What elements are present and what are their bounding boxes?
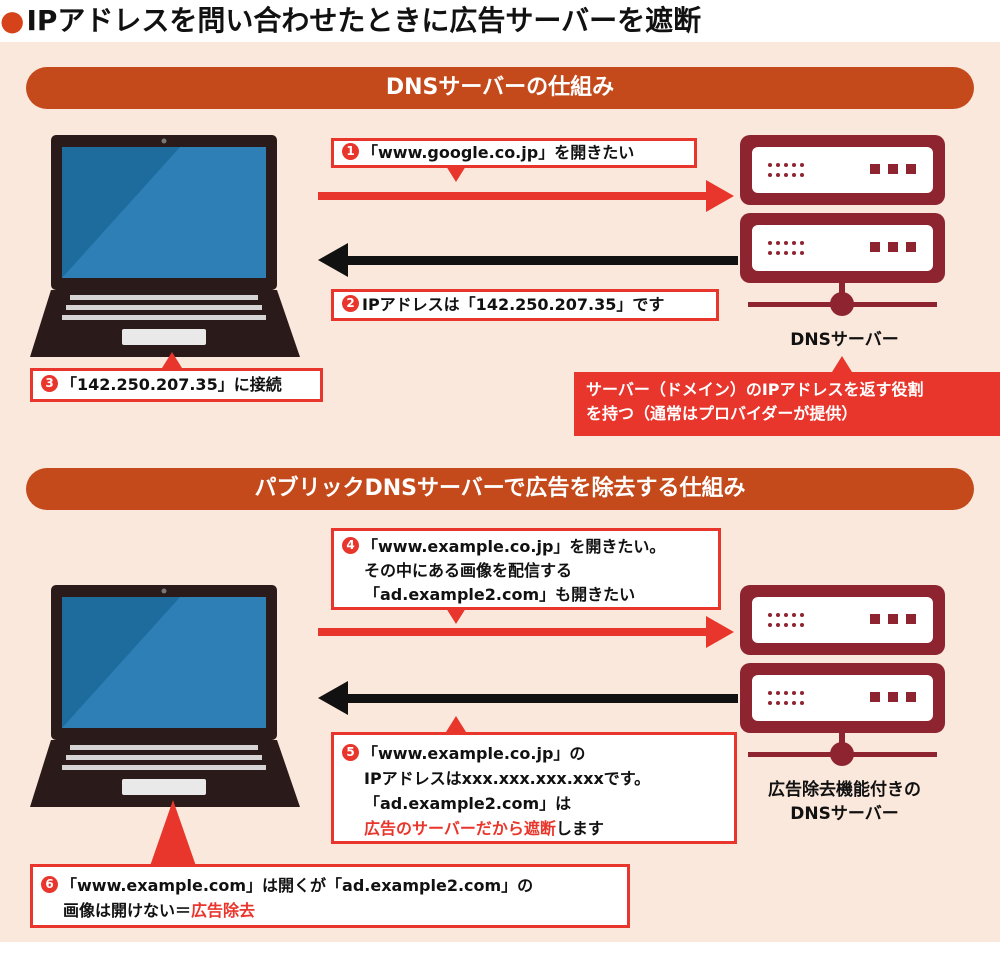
- section1-banner: DNSサーバーの仕組み: [26, 67, 974, 109]
- dns-server-note: サーバー（ドメイン）のIPアドレスを返す役割 を持つ（通常はプロバイダーが提供）: [574, 372, 1000, 436]
- note-pointer: [832, 356, 852, 372]
- step4-line2: その中にある画像を配信する: [364, 561, 573, 580]
- note-line2: を持つ（通常はプロバイダーが提供）: [586, 404, 858, 423]
- title-text: IPアドレスを問い合わせたときに広告サーバーを遮断: [26, 4, 702, 37]
- step6-ad-removal: 広告除去: [191, 901, 256, 920]
- ad-block-dns-server-label: 広告除去機能付きの DNSサーバー: [742, 778, 947, 826]
- step5-line3: 「ad.example2.com」は: [364, 794, 572, 813]
- dns-server-label: DNSサーバー: [790, 330, 899, 350]
- step1-badge: 1: [342, 143, 359, 160]
- step3-pointer: [162, 352, 182, 368]
- step3-badge: 3: [41, 375, 58, 392]
- step4-line3: 「ad.example2.com」も開きたい: [364, 585, 636, 604]
- section2-banner: パブリックDNSサーバーで広告を除去する仕組み: [26, 468, 974, 510]
- laptop-icon: [30, 135, 300, 357]
- server2-label-line2: DNSサーバー: [790, 804, 899, 824]
- step2-badge: 2: [342, 295, 359, 312]
- step6-line2-plain: 画像は開けない＝: [63, 901, 192, 920]
- step1-pointer: [446, 166, 466, 182]
- server2-label-line1: 広告除去機能付きの: [768, 780, 921, 800]
- step5-response-box: 5「www.example.co.jp」の IPアドレスはxxx.xxx.xxx…: [331, 732, 737, 844]
- title-bullet: ●: [0, 4, 25, 37]
- dns-server-icon: [740, 135, 945, 316]
- step1-text: 「www.google.co.jp」を開きたい: [362, 143, 635, 162]
- note-line1: サーバー（ドメイン）のIPアドレスを返す役割: [586, 380, 924, 399]
- step5-badge: 5: [342, 744, 359, 761]
- ad-block-dns-server-icon: [740, 585, 945, 766]
- step5-pointer: [446, 716, 466, 732]
- step4-pointer: [446, 608, 466, 624]
- step3-text: 「142.250.207.35」に接続: [61, 375, 282, 394]
- step5-line4-rest: します: [555, 819, 604, 838]
- step5-line1: 「www.example.co.jp」の: [362, 744, 586, 763]
- step4-request-box: 4「www.example.co.jp」を開きたい。 その中にある画像を配信する…: [331, 528, 721, 610]
- step5-line2: IPアドレスはxxx.xxx.xxx.xxxです。: [364, 769, 651, 788]
- step6-badge: 6: [41, 876, 58, 893]
- step2-text: IPアドレスは「142.250.207.35」です: [362, 295, 665, 314]
- step4-line1: 「www.example.co.jp」を開きたい。: [362, 537, 666, 556]
- step6-result-box: 6「www.example.com」は開くが「ad.example2.com」の…: [30, 864, 630, 928]
- step6-line1: 「www.example.com」は開くが「ad.example2.com」の: [61, 876, 534, 895]
- laptop-icon: [30, 585, 300, 807]
- step3-connect-box: 3「142.250.207.35」に接続: [30, 368, 323, 402]
- step1-request-box: 1「www.google.co.jp」を開きたい: [331, 138, 697, 168]
- step5-blocked-text: 広告のサーバーだから遮断: [364, 819, 556, 838]
- page-title: ●IPアドレスを問い合わせたときに広告サーバーを遮断: [0, 0, 1000, 42]
- step4-badge: 4: [342, 537, 359, 554]
- step6-pointer: [150, 800, 196, 866]
